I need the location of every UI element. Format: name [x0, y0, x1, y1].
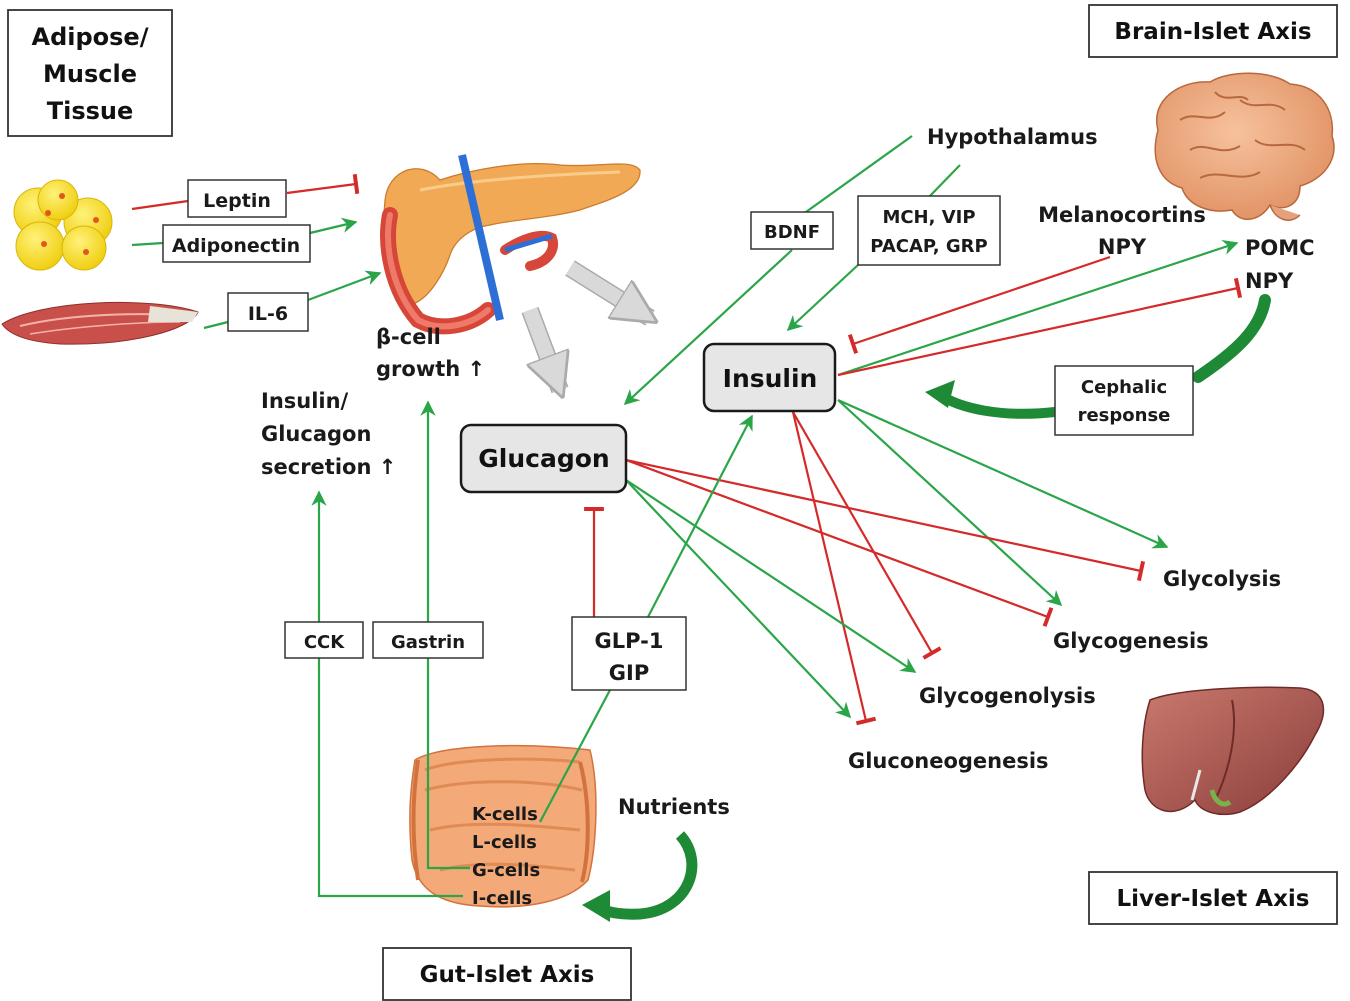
incretins-box: GLP-1 GIP [571, 616, 687, 691]
glycogenesis-label: Glycogenesis [1053, 629, 1209, 653]
gluconeogenesis-label: Gluconeogenesis [848, 749, 1049, 773]
secretion-label-3: secretion ↑ [261, 455, 396, 479]
svg-text:Insulin: Insulin [723, 364, 818, 393]
insulin-node: Insulin [702, 342, 837, 413]
intestine-illustration [409, 744, 597, 908]
brain-signal-lines [623, 135, 1271, 419]
melanocortins-label: Melanocortins [1038, 203, 1206, 227]
adiponectin-box: Adiponectin [162, 224, 311, 263]
g-cells-label: G-cells [472, 860, 540, 881]
liver-illustration [1141, 686, 1325, 816]
cephalic-response-box: Cephalic response [1054, 365, 1194, 436]
svg-text:Adiponectin: Adiponectin [172, 235, 300, 257]
glycogenolysis-label: Glycogenolysis [919, 684, 1096, 708]
adipose-signal-lines [131, 173, 382, 330]
brain-islet-axis-title: Brain-Islet Axis [1088, 4, 1338, 58]
svg-text:GIP: GIP [609, 661, 649, 685]
gut-islet-axis-title: Gut-Islet Axis [382, 947, 632, 1001]
svg-text:Liver-Islet Axis: Liver-Islet Axis [1117, 886, 1310, 912]
beta-cell-growth-label-1: β-cell [376, 325, 441, 349]
bdnf-box: BDNF [750, 211, 834, 250]
leptin-box: Leptin [187, 179, 287, 218]
gastrin-box: Gastrin [372, 621, 484, 659]
pomc-label: POMC [1245, 236, 1315, 260]
svg-text:PACAP, GRP: PACAP, GRP [870, 236, 987, 257]
svg-text:Brain-Islet Axis: Brain-Islet Axis [1114, 19, 1311, 45]
pomc-npy-label: NPY [1245, 269, 1294, 293]
glucagon-node: Glucagon [459, 423, 628, 494]
pancreas-illustration [380, 154, 641, 335]
k-cells-label: K-cells [472, 804, 538, 825]
svg-text:Gut-Islet Axis: Gut-Islet Axis [420, 962, 595, 988]
svg-text:CCK: CCK [304, 632, 345, 653]
svg-text:Leptin: Leptin [203, 190, 271, 212]
svg-text:BDNF: BDNF [764, 222, 820, 243]
svg-text:Cephalic: Cephalic [1081, 377, 1167, 398]
liver-islet-axis-title: Liver-Islet Axis [1088, 871, 1338, 925]
gut-signal-lines [311, 400, 753, 922]
svg-text:MCH, VIP: MCH, VIP [882, 207, 975, 228]
adipose-cells-illustration [13, 179, 113, 271]
svg-text:IL-6: IL-6 [248, 303, 288, 325]
svg-text:response: response [1078, 405, 1171, 426]
pancreas-to-hormone-arrows [521, 260, 650, 390]
secretion-label-2: Glucagon [261, 422, 371, 446]
glycolysis-label: Glycolysis [1163, 567, 1281, 591]
l-cells-label: L-cells [472, 832, 537, 853]
hypothalamus-label: Hypothalamus [927, 125, 1098, 149]
svg-text:Muscle: Muscle [43, 60, 137, 88]
il6-box: IL-6 [227, 292, 309, 332]
beta-cell-growth-label-2: growth ↑ [376, 357, 485, 381]
svg-text:Gastrin: Gastrin [391, 632, 465, 653]
svg-text:Tissue: Tissue [47, 97, 134, 125]
cck-box: CCK [284, 621, 364, 659]
neuropeptides-box: MCH, VIP PACAP, GRP [857, 195, 1001, 266]
adipose-muscle-title: Adipose/ Muscle Tissue [7, 9, 173, 137]
svg-text:Glucagon: Glucagon [478, 444, 609, 473]
svg-text:Adipose/: Adipose/ [32, 23, 149, 51]
i-cells-label: I-cells [472, 888, 532, 909]
liver-process-lines [625, 398, 1169, 726]
muscle-illustration [1, 301, 199, 345]
secretion-label-1: Insulin/ [261, 389, 349, 413]
svg-text:GLP-1: GLP-1 [595, 629, 664, 653]
melanocortins-npy-label: NPY [1098, 235, 1147, 259]
nutrients-label: Nutrients [618, 795, 730, 819]
brain-illustration [1154, 72, 1335, 221]
